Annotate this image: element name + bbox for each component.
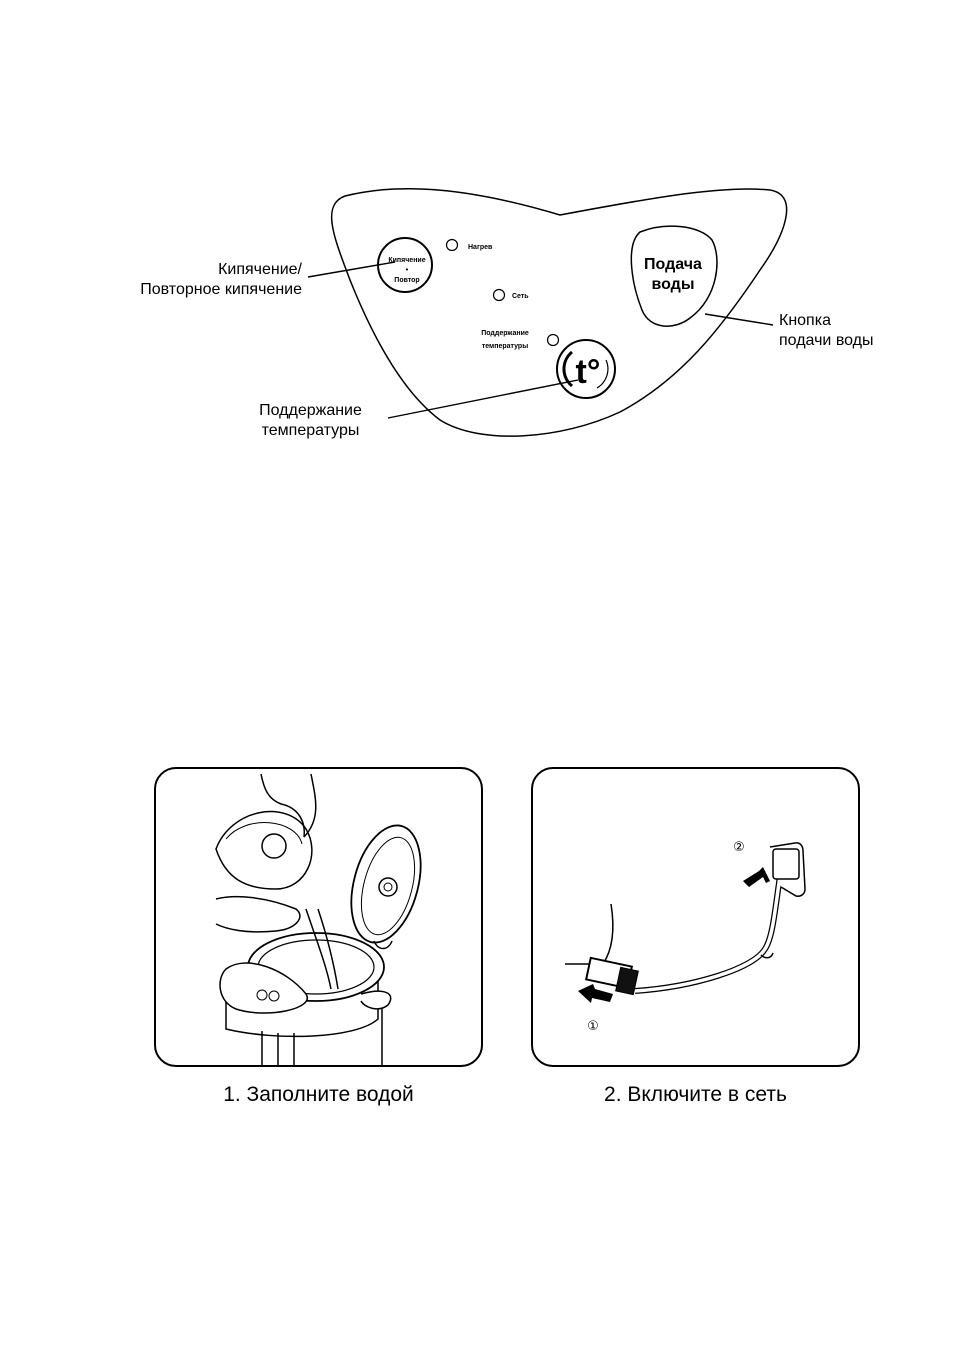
panel-outline (332, 189, 787, 436)
svg-text:температуры: температуры (482, 343, 528, 350)
boil-label: Кипячение/ Повторное кипячение (100, 260, 302, 300)
keep-warm-label: Поддержание температуры (243, 401, 378, 441)
plug-in-drawing: ① ② (533, 769, 858, 1065)
svg-text:t°: t° (576, 353, 601, 391)
svg-text:Повтор: Повтор (394, 277, 419, 284)
svg-text:Сеть: Сеть (512, 293, 529, 300)
svg-text:Нагрев: Нагрев (468, 244, 493, 251)
socket-arrow-icon (743, 867, 770, 887)
fill-water-drawing (156, 769, 481, 1065)
marker-1: ① (587, 1018, 599, 1033)
plug-arrow-icon (578, 984, 613, 1003)
svg-text:Кипячение: Кипячение (388, 257, 425, 264)
water-button-label: Кнопка подачи воды (779, 311, 899, 351)
step-1-illustration (154, 767, 483, 1067)
power-indicator (494, 290, 505, 301)
step-1-caption: 1. Заполните водой (154, 1082, 483, 1108)
marker-2: ② (733, 839, 745, 854)
step-2-illustration: ① ② (531, 767, 860, 1067)
svg-text:Поддержание: Поддержание (481, 330, 529, 337)
svg-text:Подача: Подача (644, 256, 702, 273)
keep-warm-indicator (548, 335, 559, 346)
heating-indicator (447, 240, 458, 251)
step-2-caption: 2. Включите в сеть (531, 1082, 860, 1108)
svg-text:воды: воды (651, 276, 694, 293)
